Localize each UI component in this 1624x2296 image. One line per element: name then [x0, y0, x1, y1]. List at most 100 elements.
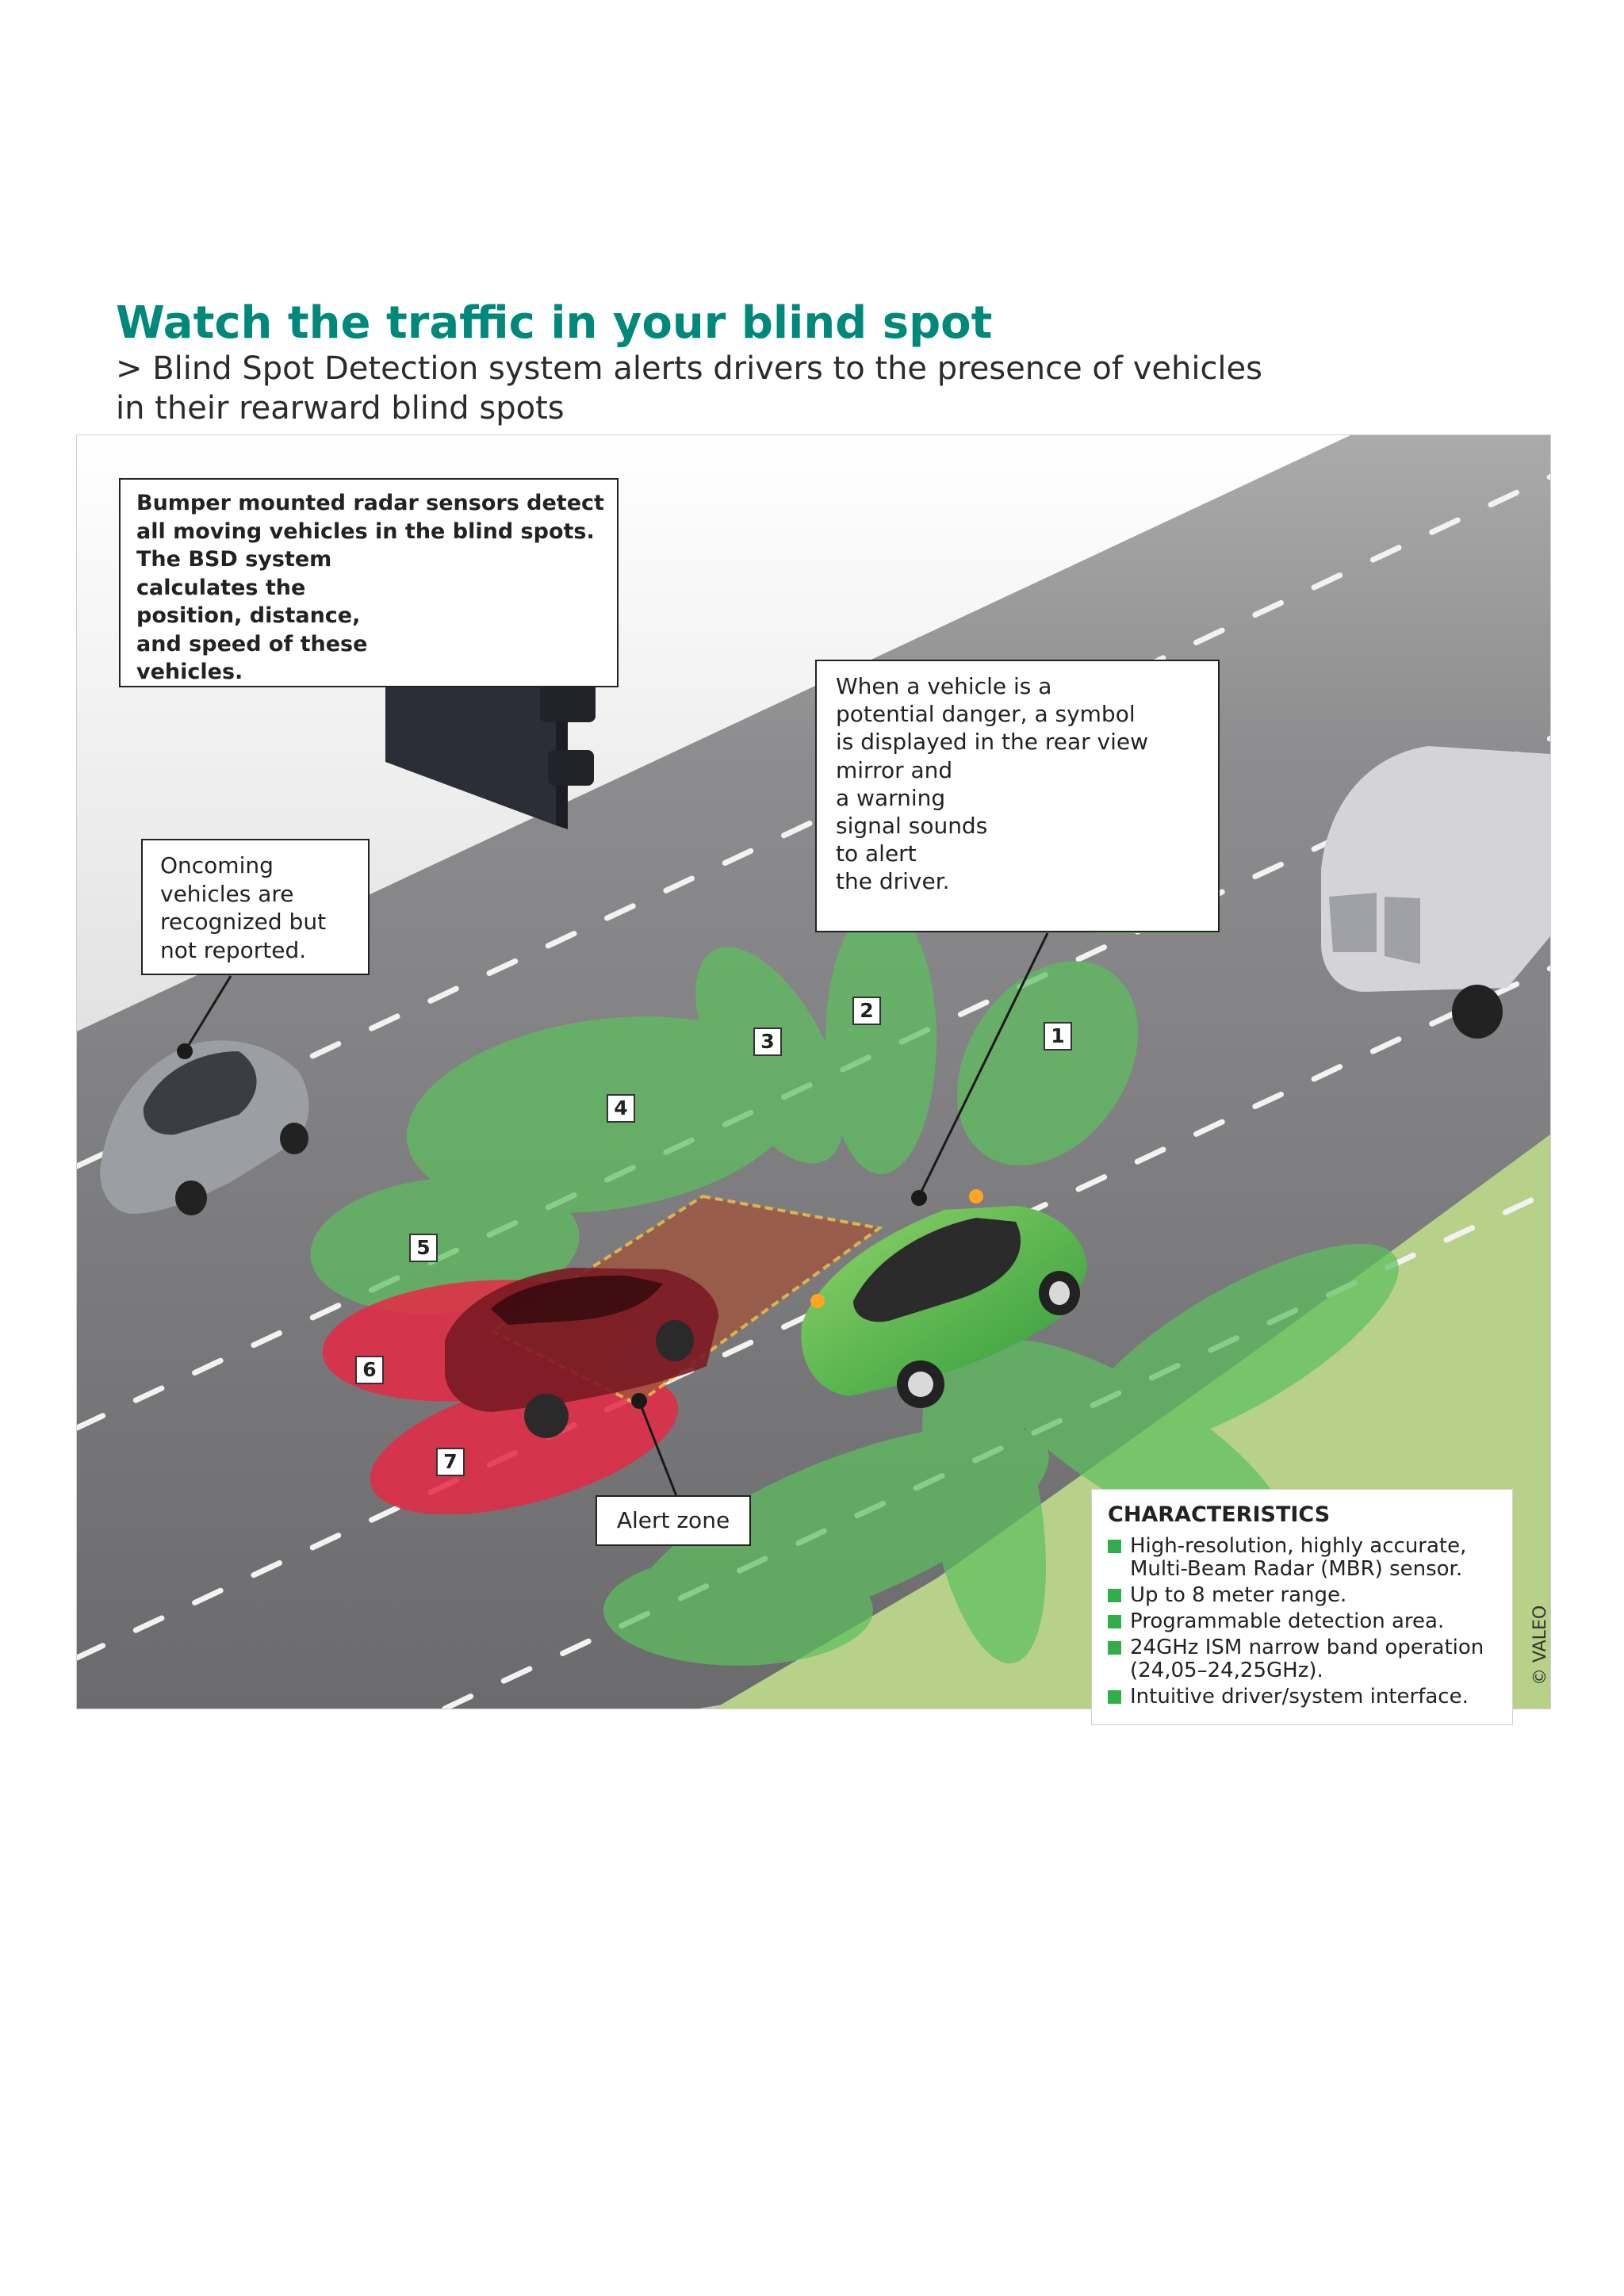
zone-label-5: 5: [409, 1234, 438, 1262]
characteristic-item: High-resolution, highly accurate, Multi-…: [1108, 1535, 1512, 1581]
zone-label-4: 4: [607, 1094, 635, 1123]
lane-dash: [781, 821, 813, 839]
lane-dash: [1369, 1036, 1402, 1054]
callout-line: and speed of these: [136, 631, 368, 656]
lane-dash: [442, 1693, 474, 1709]
characteristic-text: (24,05–24,25GHz).: [1130, 1659, 1323, 1682]
subtitle-line: in their rearward blind spots: [116, 390, 565, 427]
zone-label-2: 2: [852, 997, 881, 1025]
lane-dash: [957, 999, 990, 1017]
callout-line: signal sounds: [836, 813, 988, 840]
characteristic-text: Up to 8 meter range.: [1130, 1583, 1347, 1607]
lane-dash: [500, 1666, 533, 1684]
lane-dash: [77, 1413, 106, 1431]
callout-line: mirror and: [836, 756, 953, 783]
characteristics-panel: CHARACTERISTICS High-resolution, highly …: [1091, 1489, 1513, 1725]
leader-dots: [177, 1043, 927, 1409]
lane-dash: [1252, 861, 1284, 880]
lane-dash: [1252, 1091, 1284, 1110]
callout-line: potential danger, a symbol: [836, 701, 1136, 728]
lane-dash: [192, 1357, 224, 1376]
bullet-square-icon: [1108, 1540, 1121, 1553]
zone-beam-2: [825, 905, 936, 1174]
lane-dash: [1502, 1197, 1534, 1215]
characteristic-item: 24GHz ISM narrow band operation (24,05–2…: [1108, 1636, 1512, 1682]
callout-line: to alert: [836, 840, 917, 867]
bullet-square-icon: [1108, 1615, 1121, 1628]
lane-dash: [309, 1303, 342, 1321]
lane-dash: [251, 1330, 282, 1349]
lane-dash: [77, 1643, 106, 1661]
lane-dash: [1369, 545, 1402, 563]
callout-line: position, distance,: [136, 603, 361, 628]
lane-dash: [1443, 1225, 1476, 1243]
lane-dash: [1075, 1174, 1108, 1192]
lane-dash: [560, 1638, 592, 1656]
lane-dash: [192, 1587, 224, 1605]
van: [1321, 746, 1550, 1039]
callout-line: all moving vehicles in the blind spots.: [136, 519, 595, 544]
characteristics-heading: CHARACTERISTICS: [1108, 1502, 1331, 1527]
red-car: [445, 1268, 718, 1438]
lane-dash: [1311, 572, 1343, 591]
zone-beam-1: [956, 961, 1139, 1165]
callout-line: recognized but: [160, 909, 327, 935]
lane-dash: [309, 1041, 342, 1059]
callout-line: not reported.: [160, 936, 307, 963]
zone-label-1: 1: [1044, 1022, 1072, 1050]
lane-dash: [132, 1615, 165, 1633]
green-car: [801, 1189, 1087, 1408]
lane-dash: [722, 1339, 754, 1358]
mirror-warning-callout: When a vehicle is a potential danger, a …: [815, 660, 1220, 932]
subtitle-line: > Blind Spot Detection system alerts dri…: [116, 350, 1262, 387]
lane-dash: [427, 985, 459, 1004]
lane-dash: [722, 848, 754, 867]
lane-dash: [1193, 627, 1225, 645]
leader-lines: [183, 932, 1049, 1497]
callout-line: the driver.: [836, 868, 950, 895]
characteristic-item: Up to 8 meter range.: [1108, 1584, 1512, 1607]
bullet-square-icon: [1108, 1589, 1121, 1602]
lane-dash: [486, 958, 519, 977]
characteristic-item: Intuitive driver/system interface.: [1108, 1686, 1512, 1709]
zone-beam-7: [370, 1372, 679, 1515]
callout-line: a warning: [836, 784, 946, 811]
callout-line: vehicles are: [160, 880, 294, 907]
lane-dash: [604, 903, 636, 921]
characteristic-item: Programmable detection area.: [1108, 1610, 1512, 1633]
characteristic-text: Multi-Beam Radar (MBR) sensor.: [1130, 1557, 1463, 1581]
radar-sensor-callout: Bumper mounted radar sensors detect all …: [119, 478, 619, 687]
characteristic-text: High-resolution, highly accurate,: [1130, 1534, 1467, 1558]
lane-dash: [1193, 1119, 1225, 1137]
oncoming-car: [100, 1040, 309, 1215]
lane-dash: [132, 1385, 165, 1403]
callout-line: Bumper mounted radar sensors detect: [136, 491, 604, 515]
bullet-square-icon: [1108, 1641, 1121, 1655]
page-subtitle: > Blind Spot Detection system alerts dri…: [116, 349, 1262, 428]
lane-dash: [1311, 1064, 1343, 1082]
zone-label-6: 6: [355, 1356, 384, 1384]
callout-line: When a vehicle is a: [836, 673, 1052, 699]
page-title: Watch the traffic in your blind spot: [116, 297, 993, 349]
characteristic-text: Programmable detection area.: [1130, 1609, 1445, 1633]
zone-label-7: 7: [436, 1448, 465, 1476]
lane-dash: [663, 875, 695, 894]
bullet-square-icon: [1108, 1690, 1121, 1704]
zone-beam-4: [406, 1016, 801, 1213]
lane-dash: [545, 931, 577, 949]
callout-line: vehicles.: [136, 660, 243, 684]
zone-beam-5: [310, 1177, 580, 1314]
lane-dash: [1429, 517, 1461, 535]
copyright-notice: © VALEO: [1530, 1605, 1550, 1686]
characteristic-text: 24GHz ISM narrow band operation: [1130, 1636, 1484, 1659]
lane-dash: [1134, 1146, 1166, 1165]
callout-line: is displayed in the rear view: [836, 729, 1149, 756]
lane-dash: [369, 1505, 400, 1523]
oncoming-vehicles-callout: Oncoming vehicles are recognized but not…: [141, 839, 370, 975]
lane-dash: [1075, 944, 1108, 962]
callout-line: calculates the: [136, 575, 306, 600]
zone-beam-front-5: [603, 1555, 873, 1666]
alert-zone-callout: Alert zone: [596, 1495, 751, 1546]
lane-dash: [1488, 489, 1520, 508]
characteristic-text: Intuitive driver/system interface.: [1130, 1685, 1469, 1709]
